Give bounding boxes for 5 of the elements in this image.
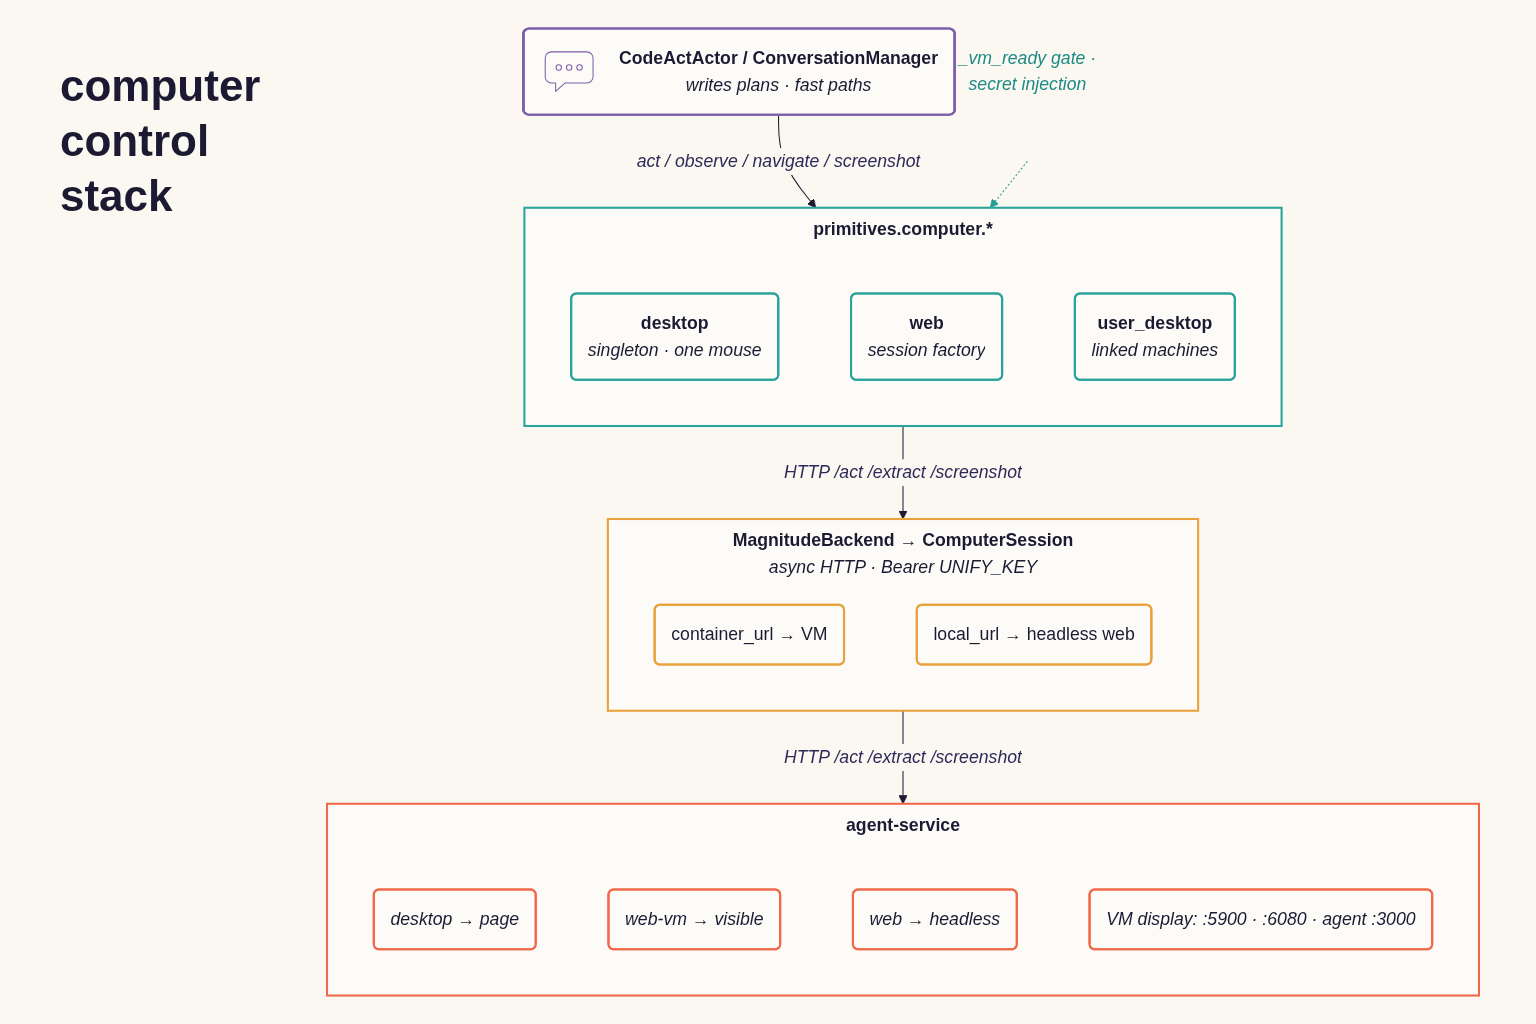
edge-label: HTTP /act /extract /screenshot xyxy=(784,747,1022,767)
edge-label: act / observe / navigate / screenshot xyxy=(636,151,921,171)
edge-label: HTTP /act /extract /screenshot xyxy=(784,462,1022,483)
diagram-title: computer control stack xyxy=(60,60,262,222)
node-text: _vm_ready gate · secret injection xyxy=(958,48,1097,94)
